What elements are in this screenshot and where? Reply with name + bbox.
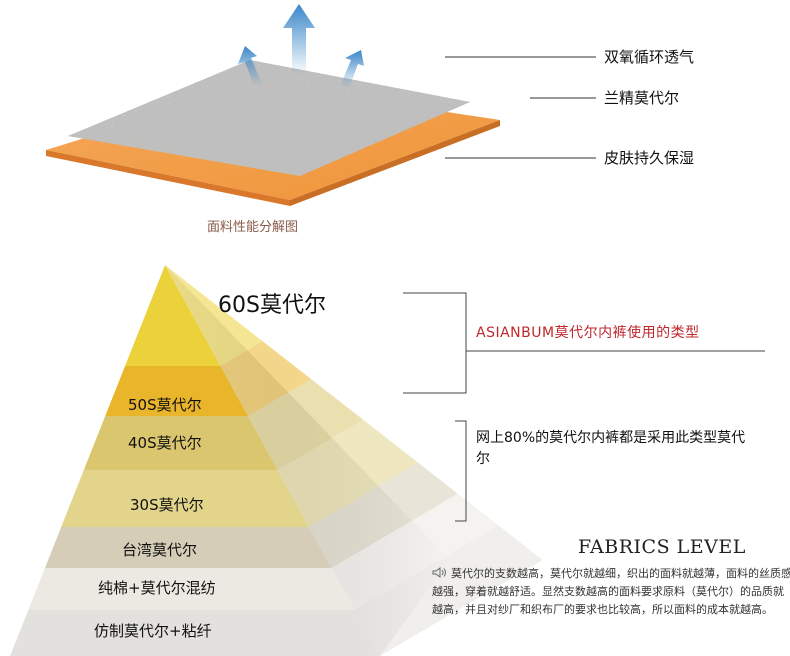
tier-60s: 60S莫代尔	[218, 293, 326, 318]
pyramid-diagram	[10, 265, 543, 656]
up-arrow-icon	[238, 46, 262, 86]
pyramid-band-2	[83, 416, 278, 470]
pyramid-band-0	[124, 265, 221, 366]
fabrics-level-description: 莫代尔的支数越高，莫代尔就越细，织出的面料就越薄，面料的丝质感越强，穿着就越舒适…	[432, 565, 790, 619]
speaker-icon	[432, 567, 446, 578]
usage-type-note: ASIANBUM莫代尔内裤使用的类型	[476, 325, 700, 341]
pyramid-band-3	[61, 470, 310, 527]
tier-50s: 50S莫代尔	[128, 396, 202, 414]
tier-cotton-blend: 纯棉+莫代尔混纺	[98, 579, 216, 597]
pyramid-side-band-0	[165, 265, 263, 366]
modal-layer-edge	[46, 150, 290, 206]
pyramid-side-band-6	[354, 525, 543, 656]
tier-40s: 40S莫代尔	[128, 434, 202, 452]
pyramid-side-band-4	[309, 462, 458, 568]
fabrics-level-title: FABRICS LEVEL	[578, 536, 746, 558]
up-arrow-icon	[283, 4, 315, 75]
label-lenzing-modal: 兰精莫代尔	[604, 89, 680, 107]
up-arrow-icon	[341, 50, 364, 88]
market-note: 网上80%的莫代尔内裤都是采用此类型莫代尔	[476, 430, 746, 467]
tier-taiwan: 台湾莫代尔	[122, 541, 198, 559]
pyramid-band-6	[10, 610, 380, 656]
description-text: 莫代尔的支数越高，莫代尔就越细，织出的面料就越薄，面料的丝质感越强，穿着就越舒适…	[432, 567, 790, 616]
fabric-diagram	[46, 4, 596, 206]
label-moisturizing: 皮肤持久保湿	[604, 149, 695, 167]
pyramid-band-5	[28, 568, 355, 610]
tier-30s: 30S莫代尔	[130, 496, 204, 514]
pyramid-side-band-3	[277, 419, 419, 527]
fabric-caption: 面料性能分解图	[207, 220, 299, 235]
pyramid-side-band-2	[248, 378, 364, 470]
tier-imitation: 仿制莫代尔+粘纤	[94, 622, 212, 640]
pyramid-band-4	[44, 527, 332, 568]
label-breathable: 双氧循环透气	[604, 48, 695, 66]
pyramid-side-band-5	[331, 493, 499, 610]
pyramid-side-band-1	[220, 341, 311, 416]
pyramid-band-1	[105, 366, 249, 416]
mesh-layer	[68, 60, 470, 176]
bracket-connectors	[403, 292, 765, 522]
